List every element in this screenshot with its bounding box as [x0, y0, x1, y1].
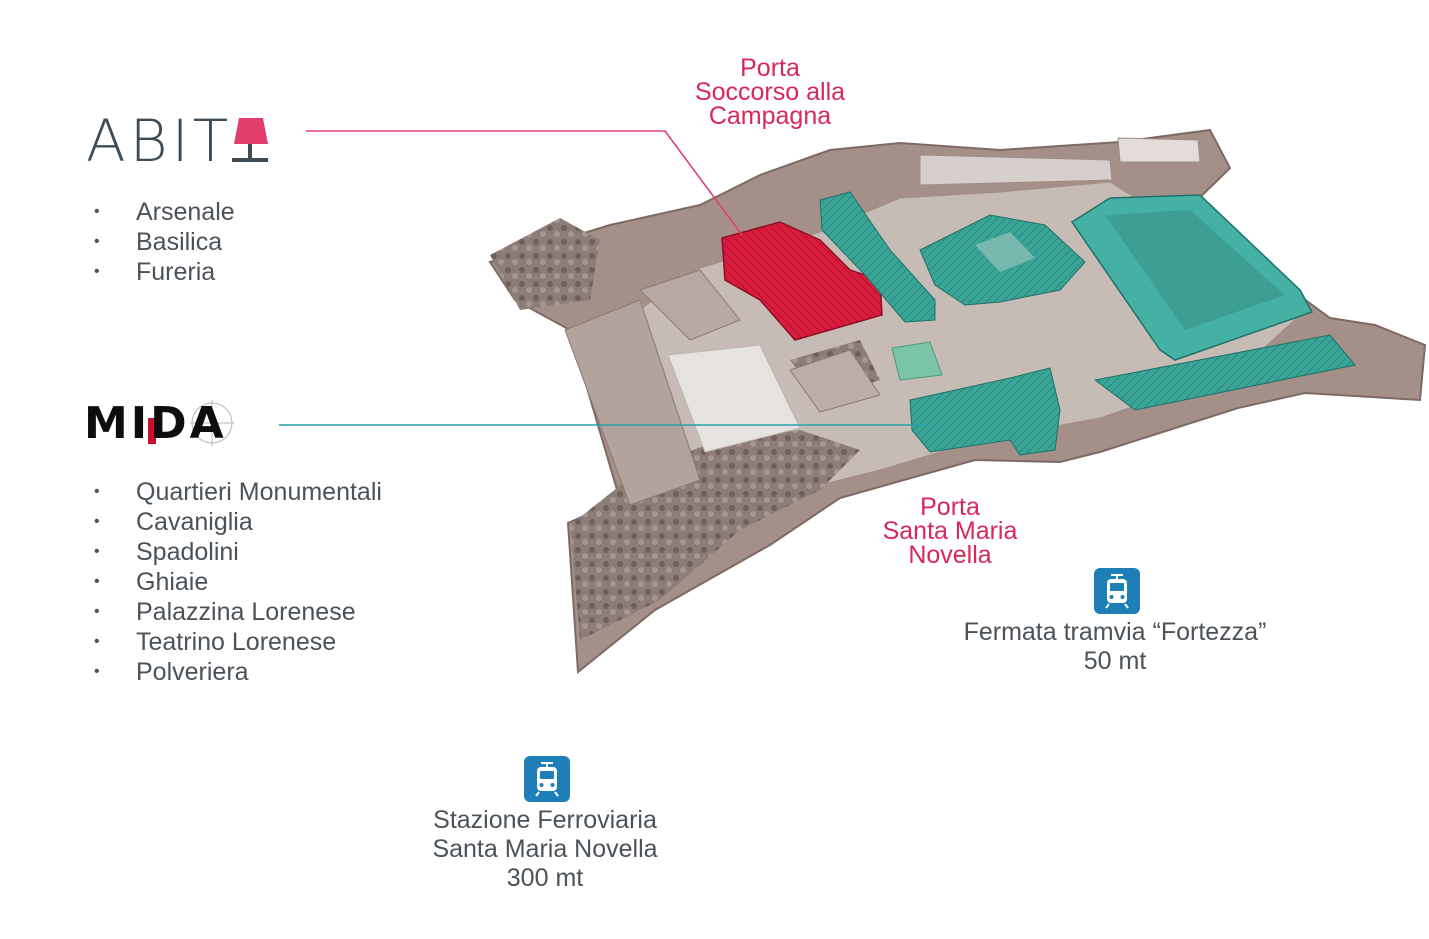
- mida-logo: MIDA: [84, 402, 227, 446]
- list-item: •Ghiaie: [94, 568, 209, 596]
- list-item: •Basilica: [94, 228, 223, 256]
- bullet-icon: •: [94, 603, 100, 620]
- abita-connector-line: [306, 130, 743, 236]
- list-item: •Fureria: [94, 258, 216, 286]
- building-beige-1: [639, 269, 741, 341]
- bullet-icon: •: [94, 483, 100, 500]
- list-item: •Palazzina Lorenese: [94, 598, 356, 626]
- mida-logo-text: MIDA: [84, 398, 227, 449]
- building-north-small: [1117, 137, 1201, 163]
- building-west-long: [564, 299, 701, 506]
- gate-label-line: Porta: [740, 54, 800, 82]
- trees-west: [490, 218, 600, 310]
- bullet-icon: •: [94, 663, 100, 680]
- tram-stop-name: Fermata tramvia “Fortezza”: [963, 618, 1267, 646]
- train-station-name-2: Santa Maria Novella: [432, 835, 658, 863]
- mida-compass-icon: [148, 400, 234, 446]
- train-station-name: Stazione Ferroviaria: [433, 806, 657, 834]
- building-mida-long-shed: [1093, 334, 1356, 411]
- building-mida-north-wing: [819, 191, 936, 323]
- abita-building-list: •Arsenale •Basilica •Fureria: [94, 197, 235, 287]
- gate-label-line: Campagna: [708, 102, 832, 130]
- train-station-distance: 300 mt: [506, 864, 584, 892]
- tram-icon: [1094, 568, 1140, 614]
- abita-logo: ABIT: [86, 112, 232, 170]
- bullet-icon: •: [94, 233, 100, 250]
- list-item: •Polveriera: [94, 658, 249, 686]
- list-item: •Cavaniglia: [94, 508, 253, 536]
- list-item: •Spadolini: [94, 538, 239, 566]
- gate-label-campagna: Porta Soccorso alla Campagna: [670, 54, 870, 130]
- lamp-icon: [232, 118, 268, 162]
- gate-label-line: Novella: [908, 541, 992, 569]
- tram-stop-label: Fermata tramvia “Fortezza” 50 mt: [920, 618, 1310, 676]
- bullet-icon: •: [94, 633, 100, 650]
- train-station-label: Stazione Ferroviaria Santa Maria Novella…: [380, 806, 710, 893]
- gate-label-line: Soccorso alla: [694, 78, 846, 106]
- abita-logo-text: ABIT: [86, 107, 233, 175]
- list-item: •Arsenale: [94, 198, 235, 226]
- mida-building-list: •Quartieri Monumentali •Cavaniglia •Spad…: [94, 477, 382, 687]
- bullet-icon: •: [94, 573, 100, 590]
- gate-label-novella: Porta Santa Maria Novella: [850, 493, 1050, 569]
- bullet-icon: •: [94, 513, 100, 530]
- list-item: •Quartieri Monumentali: [94, 478, 382, 506]
- train-icon: [524, 756, 570, 802]
- list-item: •Teatrino Lorenese: [94, 628, 337, 656]
- gate-label-line: Santa Maria: [882, 517, 1018, 545]
- bullet-icon: •: [94, 203, 100, 220]
- building-north-barracks: [919, 154, 1113, 186]
- gate-label-line: Porta: [920, 493, 980, 521]
- bullet-icon: •: [94, 543, 100, 560]
- building-mida-palazzina: [909, 367, 1061, 456]
- building-mida-hall-roof: [1105, 210, 1285, 330]
- tram-stop-distance: 50 mt: [1083, 647, 1147, 675]
- building-mida-cloister-yard: [975, 232, 1035, 272]
- building-beige-2: [789, 349, 881, 413]
- building-mida-small-cube: [891, 341, 943, 381]
- bullet-icon: •: [94, 263, 100, 280]
- building-abita-red: [721, 221, 883, 341]
